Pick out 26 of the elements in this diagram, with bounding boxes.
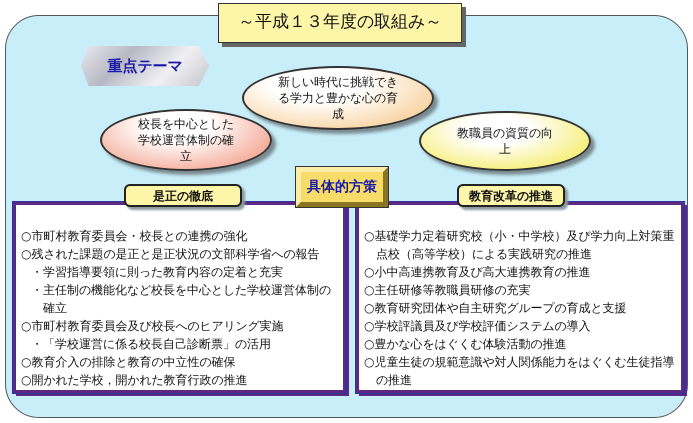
theme-text: 教職員の資質の向上 [456,125,554,157]
list-item: ○基礎学力定着研究校（小・中学校）及び学力向上対策重点校（高等学校）による実践研究の推進 [364,228,676,263]
list-item: ○学校評議員及び学校評価システムの導入 [364,318,592,335]
list-item: ○開かれた学校，開かれた教育行政の推進 [21,372,248,389]
list-item: ・学習指導要領に則った教育内容の定着と充実 [30,264,284,281]
list-panel [356,202,684,393]
list-panel [13,202,346,393]
list-item: ○児童生徒の規範意識や対人関係能力をはぐくむ生徒指導の推進 [364,354,676,389]
list-item: ・主任制の機能化など校長を中心とした学校運営体制の確立 [30,282,332,317]
section-tab: 教育改革の推進 [457,184,565,207]
theme-ellipse [419,111,591,171]
list-item: ○主任研修等教職員研修の充実 [364,282,532,299]
list-item: ○小中高連携教育及び高大連携教育の推進 [364,264,592,281]
theme-banner: 重点テーマ [81,46,209,86]
list-item: ○市町村教育委員会・校長との連携の強化 [21,228,248,245]
section-tab: 是正の徹底 [124,184,242,207]
list-item: ○豊かな心をはぐくむ体験活動の推進 [364,336,568,353]
list-item: ○残された課題の是正と是正状況の文部科学省への報告 [21,246,320,263]
theme-text: 新しい時代に挑戦できる学力と豊かな心の育成 [277,74,399,122]
theme-text: 校長を中心とした学校運営体制の確立 [137,116,235,164]
theme-ellipse [100,109,272,171]
list-item: ・「学校運営に係る校長自己診断票」の活用 [30,336,272,353]
list-item: ○市町村教育委員会及び校長へのヒアリング実施 [21,318,284,335]
list-item: ○教育研究団体や自主研究グループの育成と支援 [364,300,628,317]
measures-box: 具体的方策 [296,167,388,207]
list-item: ○教育介入の排除と教育の中立性の確保 [21,354,236,371]
